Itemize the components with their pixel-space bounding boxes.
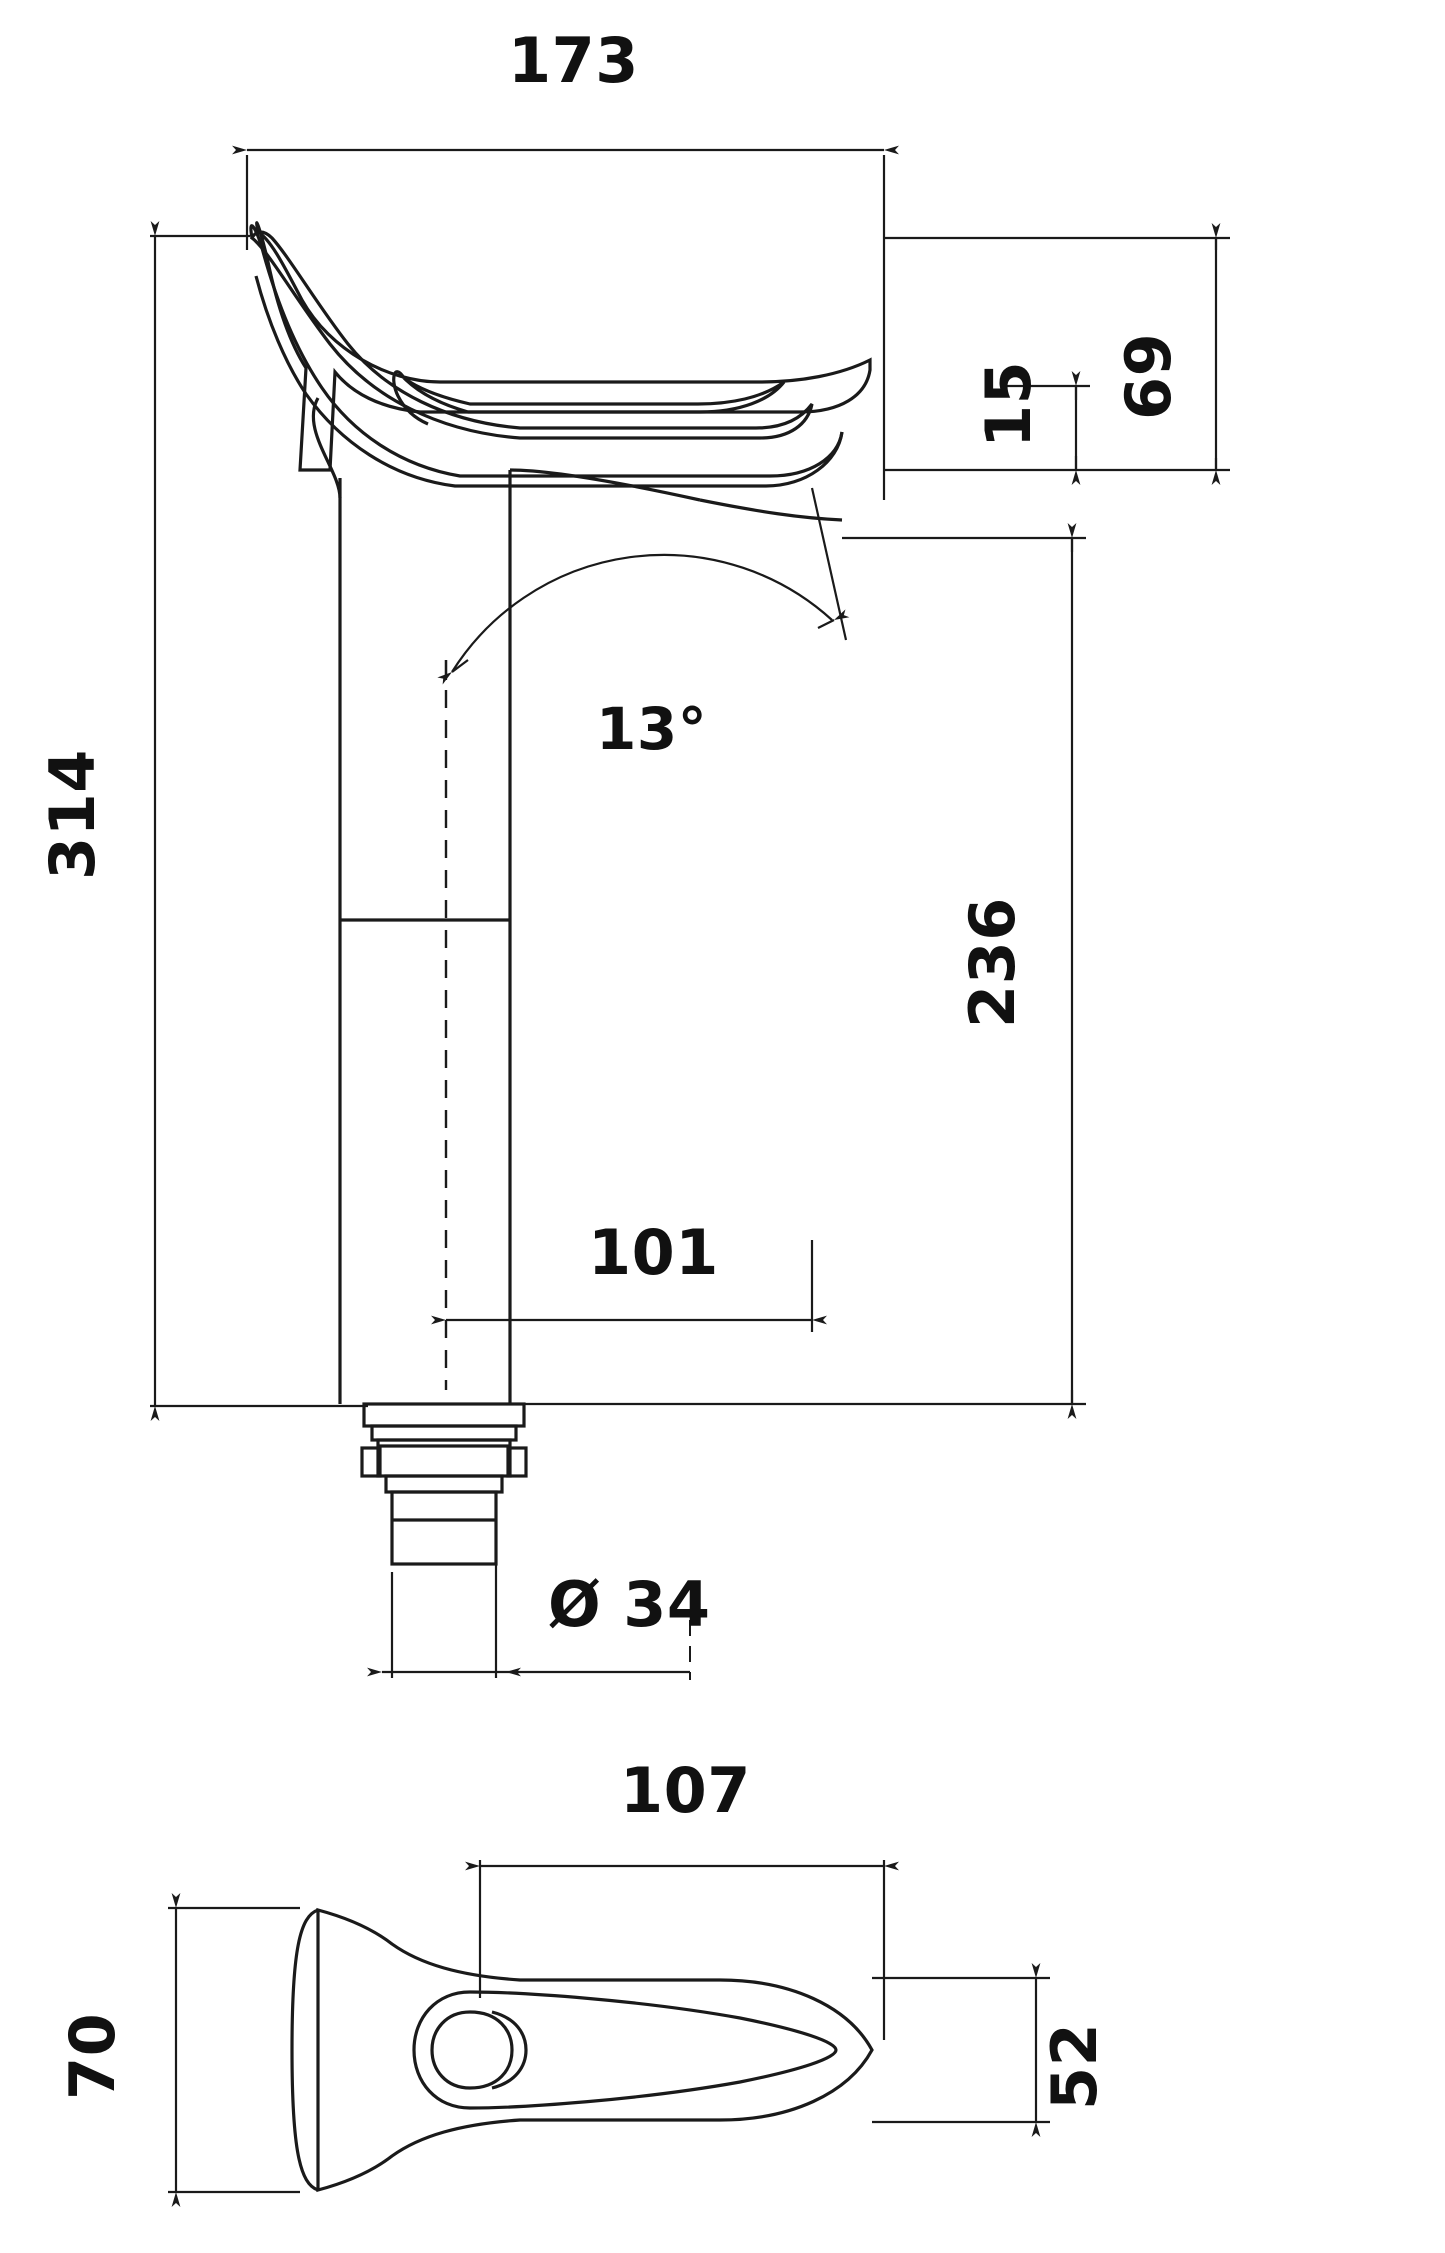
dim-label-70: 70 <box>56 2012 129 2100</box>
dim-label-d34: Ø 34 <box>548 1568 711 1641</box>
dim-69 <box>884 223 1230 485</box>
dim-107 <box>465 1860 899 2040</box>
dim-label-13deg: 13° <box>596 695 708 763</box>
dim-173 <box>232 145 899 500</box>
dim-13deg <box>437 487 850 685</box>
dim-label-101: 101 <box>588 1216 719 1289</box>
tap-body-outline <box>249 224 844 1404</box>
dim-label-236: 236 <box>956 897 1029 1028</box>
dim-label-173: 173 <box>508 24 639 97</box>
dim-314 <box>150 221 368 1421</box>
dim-236 <box>524 523 1086 1419</box>
tap-base-assembly <box>360 1402 528 1566</box>
dim-label-107: 107 <box>620 1754 751 1827</box>
dim-70 <box>168 1893 300 2207</box>
tap-plan-outline <box>290 1907 874 2193</box>
dim-15 <box>1000 371 1090 485</box>
dim-101 <box>431 1240 827 1332</box>
dim-d34 <box>367 1564 691 1680</box>
dim-label-69: 69 <box>1112 332 1185 420</box>
dim-label-314: 314 <box>36 749 109 880</box>
dim-52 <box>872 1963 1050 2137</box>
dim-label-15: 15 <box>972 360 1045 448</box>
dim-label-52: 52 <box>1038 2022 1111 2110</box>
